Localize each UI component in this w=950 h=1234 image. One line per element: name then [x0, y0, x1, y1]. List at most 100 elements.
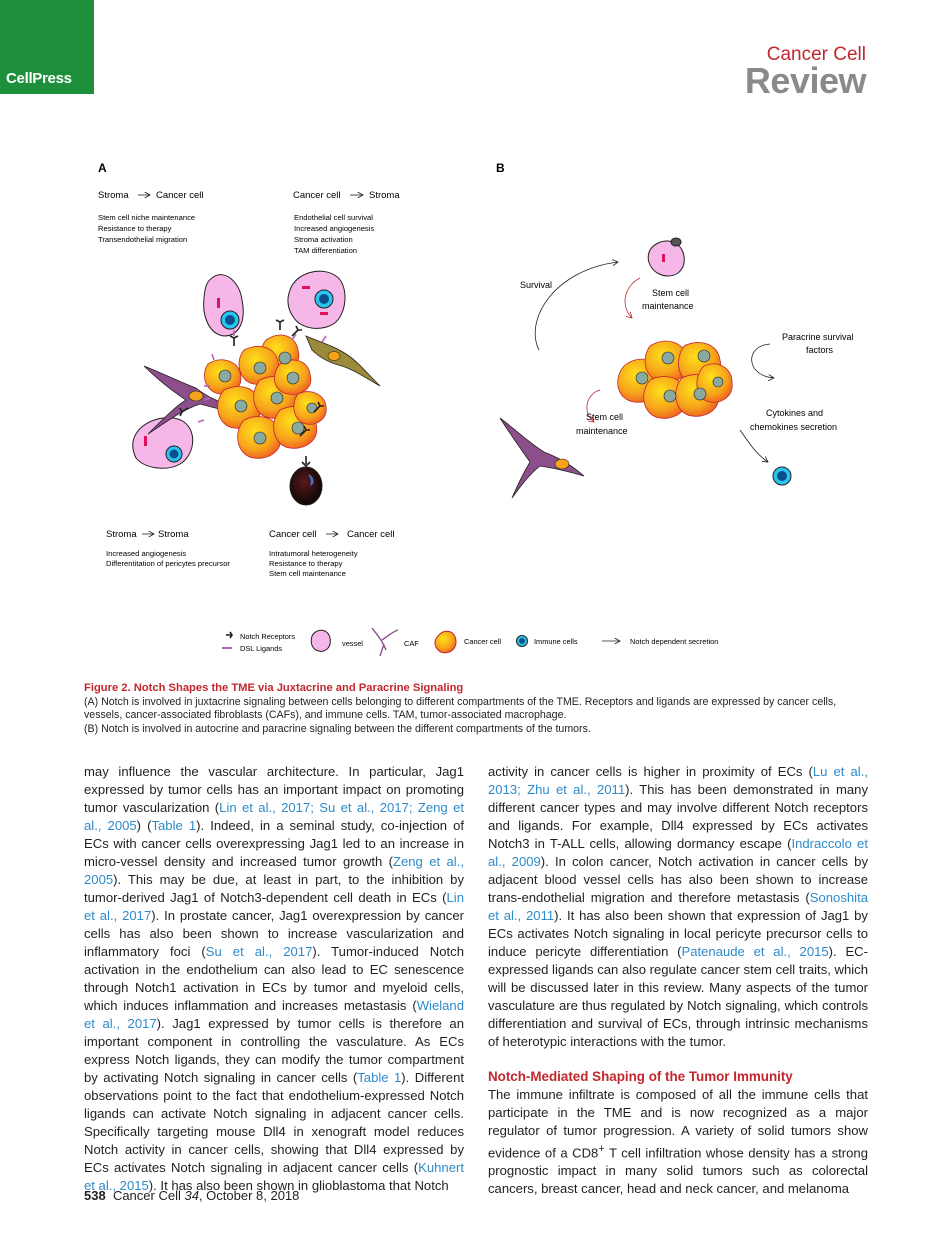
superscript: + [598, 1143, 605, 1155]
text-run: The immune infiltrate is composed of all… [488, 1087, 868, 1161]
vessel-cell-b [647, 237, 685, 277]
panel-b-label: B [496, 161, 505, 175]
bl-to: Stroma [158, 529, 189, 540]
panel-b-illustration: Survival Stem cell maintenance Paracrine… [499, 237, 854, 499]
text-run: ). Different observations point to the f… [84, 1070, 464, 1175]
ref-link[interactable]: Table 1 [357, 1070, 402, 1085]
caption-title: Figure 2. Notch Shapes the TME via Juxta… [84, 682, 464, 694]
body-column-right: activity in cancer cells is higher in pr… [488, 763, 868, 1198]
body-column-left: may influence the vascular architecture.… [84, 763, 464, 1195]
bl-item-1: Increased angiogenesis [106, 549, 186, 558]
publisher-logo: CellPress [6, 70, 72, 87]
panel-a-top-left: Stroma Cancer cell Stem cell niche maint… [98, 190, 204, 244]
ref-link[interactable]: Indraccolo et al., 2009 [488, 836, 868, 869]
legend-cancer-cell: Cancer cell [464, 637, 501, 646]
text-run: ). It has also been shown that expressio… [488, 908, 868, 959]
tr-item-2: Increased angiogenesis [294, 224, 374, 233]
panel-a-bottom-left: Stroma Stroma Increased angiogenesis Dif… [106, 529, 230, 568]
vessel-cell-2 [287, 270, 346, 329]
br-to: Cancer cell [347, 529, 395, 540]
figure-legend: Notch Receptors DSL Ligands vessel CAF C… [222, 627, 718, 657]
section-heading-tumor-immunity: Notch-Mediated Shaping of the Tumor Immu… [488, 1069, 793, 1084]
caf-cell-left [143, 365, 248, 435]
section-title: Review [744, 60, 867, 101]
ref-link[interactable]: Zeng et al., 2005 [84, 854, 464, 887]
br-item-1: Intratumoral heterogeneity [269, 549, 358, 558]
b-paracrine-2: factors [806, 345, 834, 355]
b-cytokines-1: Cytokines and [766, 408, 823, 418]
br-from: Cancer cell [269, 529, 317, 540]
tr-to: Stroma [369, 190, 400, 201]
left-paragraph: may influence the vascular architecture.… [84, 763, 464, 1195]
publisher-logo-block: CellPress [0, 0, 94, 94]
text-run: ). This has been demonstrated in many di… [488, 782, 868, 851]
text-run: may influence the vascular architecture.… [84, 764, 464, 815]
vessel-cell-1 [203, 274, 244, 337]
caption-panel-b: (B) Notch is involved in autocrine and p… [84, 722, 591, 735]
b-paracrine-1: Paracrine survival [782, 332, 854, 342]
tl-item-2: Resistance to therapy [98, 224, 172, 233]
figure-2: A Stroma Cancer cell Stem cell niche mai… [98, 161, 854, 657]
text-run: ). In prostate cancer, Jag1 overexpressi… [84, 908, 464, 959]
legend-immune-cells: Immune cells [534, 637, 578, 646]
caption-panel-a: (A) Notch is involved in juxtacrine sign… [84, 695, 837, 722]
b-stem-top-2: maintenance [642, 301, 694, 311]
dsl-ligands [197, 330, 327, 423]
text-run: T cell infiltration whose density has a … [488, 1145, 868, 1197]
ref-link[interactable]: Kuhnert et al., 2015 [84, 1160, 464, 1193]
panel-a-illustration [132, 270, 381, 506]
tl-item-1: Stem cell niche maintenance [98, 213, 195, 222]
panel-a-label: A [98, 161, 107, 175]
vessel-cell-3 [132, 417, 194, 469]
page-number: 538 [84, 1188, 106, 1203]
bl-from: Stroma [106, 529, 137, 540]
text-run: ). This may be due, at least in part, to… [84, 872, 464, 905]
legend-vessel: vessel [342, 639, 363, 648]
b-survival: Survival [520, 280, 552, 290]
b-stem-top-1: Stem cell [652, 288, 689, 298]
text-run: ). It has also been shown in glioblastom… [148, 1178, 449, 1193]
legend-dsl-ligands: DSL Ligands [240, 644, 282, 653]
text-run: ). In colon cancer, Notch activation in … [488, 854, 869, 905]
right-paragraph-1: activity in cancer cells is higher in pr… [488, 763, 868, 1051]
ref-link[interactable]: Table 1 [151, 818, 197, 833]
ref-link[interactable]: Lin et al., 2017 [84, 890, 464, 923]
text-run: activity in cancer cells is higher in pr… [488, 764, 813, 779]
caf-cell-right [305, 335, 381, 387]
panel-a-top-right: Cancer cell Stroma Endothelial cell surv… [293, 190, 400, 255]
legend-caf: CAF [404, 639, 419, 648]
text-run: ). Indeed, in a seminal study, co-inject… [84, 818, 464, 869]
b-cytokines-2: chemokines secretion [750, 422, 837, 432]
tr-item-3: Stroma activation [294, 235, 353, 244]
cancer-cell-cluster-b [617, 340, 733, 419]
tr-from: Cancer cell [293, 190, 341, 201]
tl-to: Cancer cell [156, 190, 204, 201]
tl-item-3: Transendothelial migration [98, 235, 187, 244]
right-paragraph-2: The immune infiltrate is composed of all… [488, 1086, 868, 1198]
bl-item-2: Differentitation of pericytes precursor [106, 559, 230, 568]
figure-caption: Figure 2. Notch Shapes the TME via Juxta… [84, 682, 866, 736]
notch-receptors [179, 319, 324, 437]
tr-item-4: TAM differentiation [294, 246, 357, 255]
caf-cell-b [499, 417, 585, 499]
text-run: ). EC-expressed ligands can also regulat… [488, 944, 868, 1049]
ref-link[interactable]: Lu et al., 2013; Zhu et al., 2011 [488, 764, 868, 797]
ref-link[interactable]: Su et al., 2017 [205, 944, 313, 959]
text-run: ). Jag1 expressed by tumor cells is ther… [84, 1016, 464, 1085]
text-run: ). Tumor-induced Notch activation in the… [84, 944, 464, 1013]
b-stem-bottom-1: Stem cell [586, 412, 623, 422]
cancer-cell-cluster [204, 334, 327, 459]
page-footer: 538 Cancer Cell 34, October 8, 2018 [84, 1188, 299, 1203]
br-item-2: Resistance to therapy [269, 559, 343, 568]
immune-cell-b [772, 466, 792, 486]
immune-cell-a [289, 456, 323, 506]
footer-volume: 34 [184, 1188, 199, 1203]
b-stem-bottom-2: maintenance [576, 426, 628, 436]
footer-citation-a: Cancer Cell [112, 1188, 185, 1203]
legend-notch-receptors: Notch Receptors [240, 632, 295, 641]
ref-link[interactable]: Lin et al., 2017; Su et al., 2017; Zeng … [84, 800, 464, 833]
footer-citation-b: , October 8, 2018 [198, 1188, 300, 1203]
ref-link[interactable]: Patenaude et al., 2015 [681, 944, 829, 959]
ref-link[interactable]: Wieland et al., 2017 [84, 998, 464, 1031]
ref-link[interactable]: Sonoshita et al., 2011 [488, 890, 868, 923]
